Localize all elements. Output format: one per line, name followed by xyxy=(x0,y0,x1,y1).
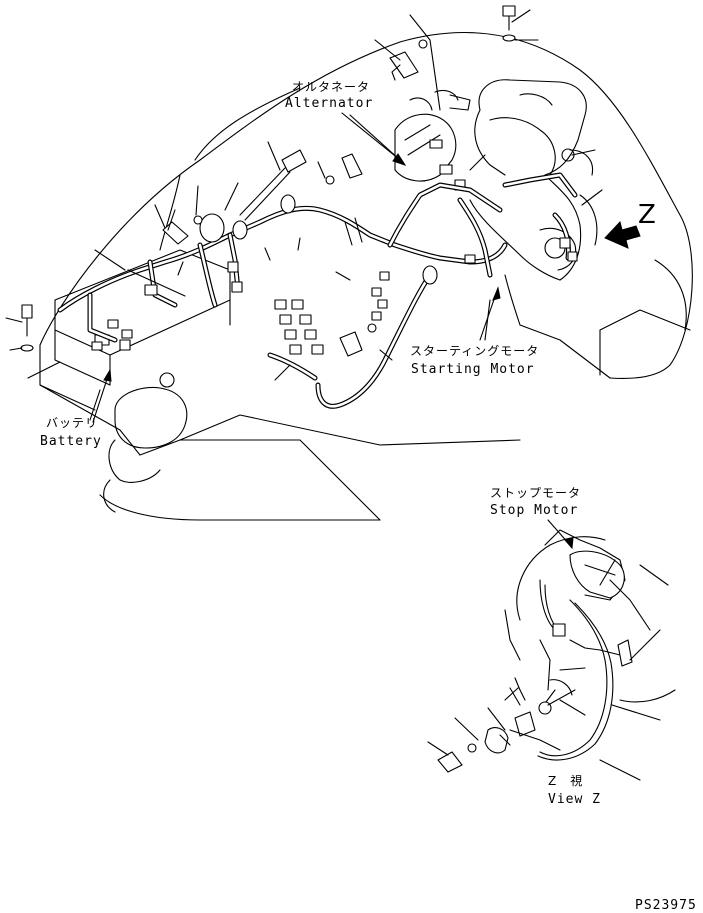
main-harness xyxy=(57,172,578,409)
leader-lines xyxy=(5,9,603,421)
alternator xyxy=(394,89,471,191)
view-z-label-jp: Z 視 xyxy=(548,774,584,788)
alternator-label-jp: オルタネータ xyxy=(292,80,371,94)
starting-motor-label-jp: スターティングモータ xyxy=(410,344,540,358)
drawing-number: PS23975 xyxy=(635,898,697,913)
clamps xyxy=(199,194,438,285)
view-z-label: View Z xyxy=(548,792,601,807)
machine-body-outline xyxy=(39,32,693,521)
view-z-arrow xyxy=(604,220,641,249)
engine xyxy=(469,79,598,326)
connectors xyxy=(91,237,578,355)
alternator-label: Alternator xyxy=(285,96,374,111)
view-z-detail xyxy=(427,519,676,781)
battery-pointer xyxy=(92,368,112,423)
starting-motor-pointer xyxy=(479,286,501,341)
view-marker-z: Z xyxy=(638,200,656,230)
stop-motor-label-jp: ストップモータ xyxy=(490,486,582,500)
bolts-main xyxy=(20,5,516,357)
front-cover xyxy=(103,372,188,513)
starting-motor-label: Starting Motor xyxy=(411,362,535,377)
battery-label: Battery xyxy=(40,434,102,449)
alternator-pointer xyxy=(341,112,407,166)
lever xyxy=(239,149,307,221)
stop-motor-label: Stop Motor xyxy=(490,503,579,518)
battery-label-jp: バッテリ xyxy=(46,416,99,430)
